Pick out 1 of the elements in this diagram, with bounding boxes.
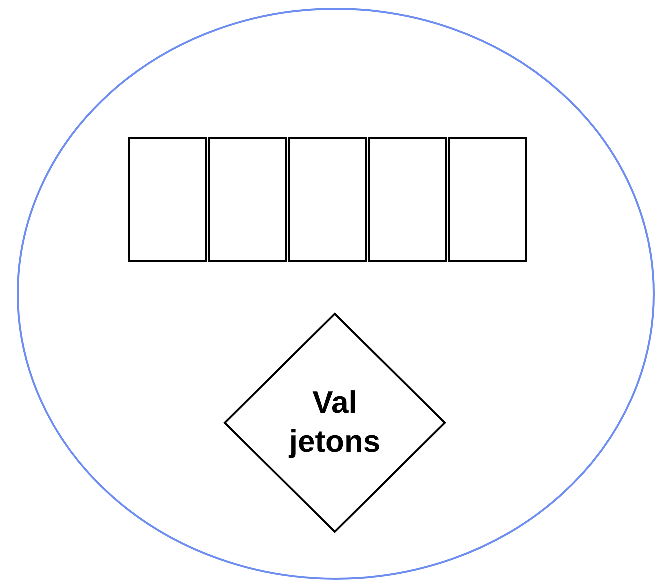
node-label: Val jetons xyxy=(288,384,382,461)
